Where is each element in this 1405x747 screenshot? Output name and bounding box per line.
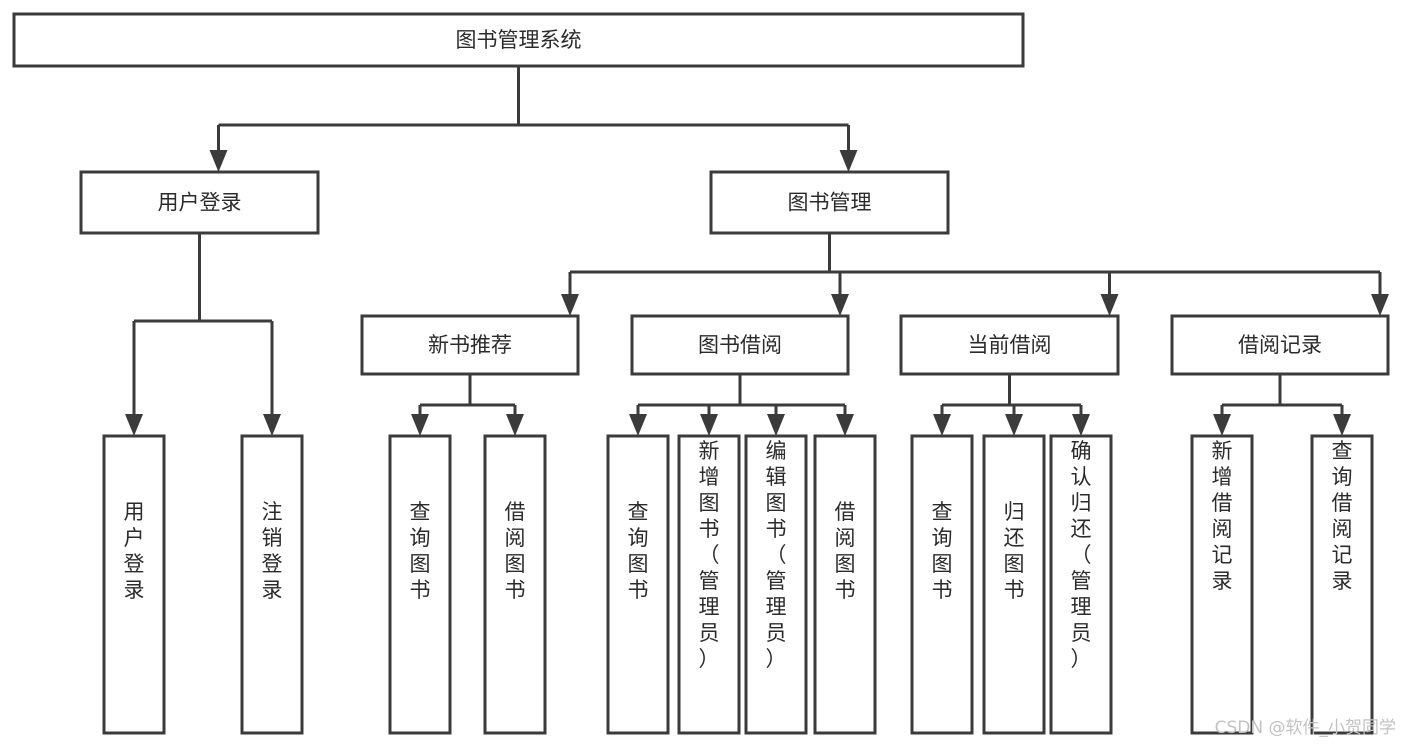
node-label-leaf-borrow-book-nbr: 借阅图书 (505, 500, 526, 602)
node-book-borrow[interactable]: 图书借阅 (630, 314, 850, 376)
node-box-current-borrow (899, 314, 1120, 376)
edge-leaf-borrow-book-nbr-arrow (506, 414, 524, 436)
node-label-leaf-return-book: 归还图书 (1004, 500, 1025, 602)
node-label-leaf-confirm-return: 确认归还（管理员） (1071, 439, 1092, 671)
node-leaf-edit-book[interactable]: 编辑图书（管理员） (744, 434, 808, 735)
root-to-book-management-arrow (839, 150, 858, 172)
node-leaf-return-book[interactable]: 归还图书 (982, 434, 1046, 735)
node-label-leaf-query-record: 查询借阅记录 (1332, 439, 1353, 593)
nodes-layer: 图书管理系统用户登录图书管理新书推荐图书借阅当前借阅借阅记录用户登录注销登录查询… (12, 12, 1390, 735)
edge-leaf-query-record-arrow (1333, 414, 1351, 436)
node-label-leaf-query-book-cb: 查询图书 (932, 500, 953, 602)
node-box-leaf-edit-book (744, 434, 808, 735)
node-leaf-borrow-book-bb[interactable]: 借阅图书 (813, 434, 877, 735)
node-leaf-logout[interactable]: 注销登录 (240, 434, 304, 735)
node-label-new-book-recommend: 新书推荐 (428, 333, 512, 357)
bm-to-book-borrow-arrow (831, 294, 849, 316)
node-label-borrow-record: 借阅记录 (1238, 333, 1322, 357)
node-box-leaf-query-book-bb (606, 434, 670, 735)
node-borrow-record[interactable]: 借阅记录 (1170, 314, 1390, 376)
node-label-leaf-borrow-book-bb: 借阅图书 (835, 500, 856, 602)
edge-leaf-query-book-nbr-arrow (411, 414, 429, 436)
node-label-book-borrow: 图书借阅 (698, 333, 782, 357)
node-label-leaf-add-record: 新增借阅记录 (1212, 439, 1233, 593)
node-box-user-login (79, 170, 320, 235)
node-label-user-login: 用户登录 (158, 191, 242, 215)
node-box-leaf-logout (240, 434, 304, 735)
edge-leaf-edit-book-arrow (767, 414, 785, 436)
node-leaf-confirm-return[interactable]: 确认归还（管理员） (1049, 434, 1113, 735)
node-label-leaf-user-login: 用户登录 (124, 500, 145, 602)
node-leaf-query-book-bb[interactable]: 查询图书 (606, 434, 670, 735)
edge-leaf-query-book-cb-arrow (933, 414, 951, 436)
csdn-watermark: CSDN @软件_小贺同学 (1215, 718, 1396, 738)
node-label-leaf-query-book-nbr: 查询图书 (410, 500, 431, 602)
node-box-leaf-user-login (102, 434, 166, 735)
node-leaf-add-book[interactable]: 新增图书（管理员） (677, 434, 741, 735)
bm-to-new-book-recommend-arrow (561, 294, 579, 316)
edge-leaf-confirm-return-arrow (1072, 414, 1090, 436)
node-box-leaf-confirm-return (1049, 434, 1113, 735)
node-leaf-add-record[interactable]: 新增借阅记录 (1190, 434, 1254, 735)
node-box-leaf-add-record (1190, 434, 1254, 735)
edge-leaf-logout-arrow (263, 414, 281, 436)
node-label-leaf-query-book-bb: 查询图书 (628, 500, 649, 602)
node-label-leaf-edit-book: 编辑图书（管理员） (766, 439, 787, 671)
connectors-layer (125, 66, 1389, 436)
node-leaf-borrow-book-nbr[interactable]: 借阅图书 (483, 434, 547, 735)
node-label-book-management: 图书管理 (788, 191, 872, 215)
node-leaf-query-book-nbr[interactable]: 查询图书 (388, 434, 452, 735)
node-box-leaf-return-book (982, 434, 1046, 735)
node-box-borrow-record (1170, 314, 1390, 376)
node-book-management[interactable]: 图书管理 (709, 170, 950, 235)
node-user-login[interactable]: 用户登录 (79, 170, 320, 235)
node-box-leaf-add-book (677, 434, 741, 735)
node-root[interactable]: 图书管理系统 (12, 12, 1025, 68)
edge-leaf-user-login-arrow (125, 414, 143, 436)
node-leaf-query-book-cb[interactable]: 查询图书 (910, 434, 974, 735)
node-label-current-borrow: 当前借阅 (968, 333, 1052, 357)
bm-to-borrow-record-arrow (1371, 294, 1389, 316)
node-box-leaf-query-book-nbr (388, 434, 452, 735)
node-label-leaf-logout: 注销登录 (262, 500, 283, 602)
edge-leaf-query-book-bb-arrow (629, 414, 647, 436)
node-box-leaf-borrow-book-bb (813, 434, 877, 735)
edge-leaf-return-book-arrow (1005, 414, 1023, 436)
node-current-borrow[interactable]: 当前借阅 (899, 314, 1120, 376)
node-label-leaf-add-book: 新增图书（管理员） (699, 439, 720, 671)
node-box-book-management (709, 170, 950, 235)
node-leaf-query-record[interactable]: 查询借阅记录 (1310, 434, 1374, 735)
node-new-book-recommend[interactable]: 新书推荐 (360, 314, 580, 376)
node-box-root (12, 12, 1025, 68)
node-label-root: 图书管理系统 (456, 28, 582, 52)
node-box-book-borrow (630, 314, 850, 376)
node-box-leaf-query-record (1310, 434, 1374, 735)
edge-leaf-borrow-book-bb-arrow (836, 414, 854, 436)
edge-leaf-add-book-arrow (700, 414, 718, 436)
node-box-new-book-recommend (360, 314, 580, 376)
node-box-leaf-borrow-book-nbr (483, 434, 547, 735)
node-leaf-user-login[interactable]: 用户登录 (102, 434, 166, 735)
bm-to-current-borrow-arrow (1100, 294, 1119, 316)
root-to-user-login-arrow (209, 150, 228, 172)
edge-leaf-add-record-arrow (1213, 414, 1231, 436)
node-box-leaf-query-book-cb (910, 434, 974, 735)
